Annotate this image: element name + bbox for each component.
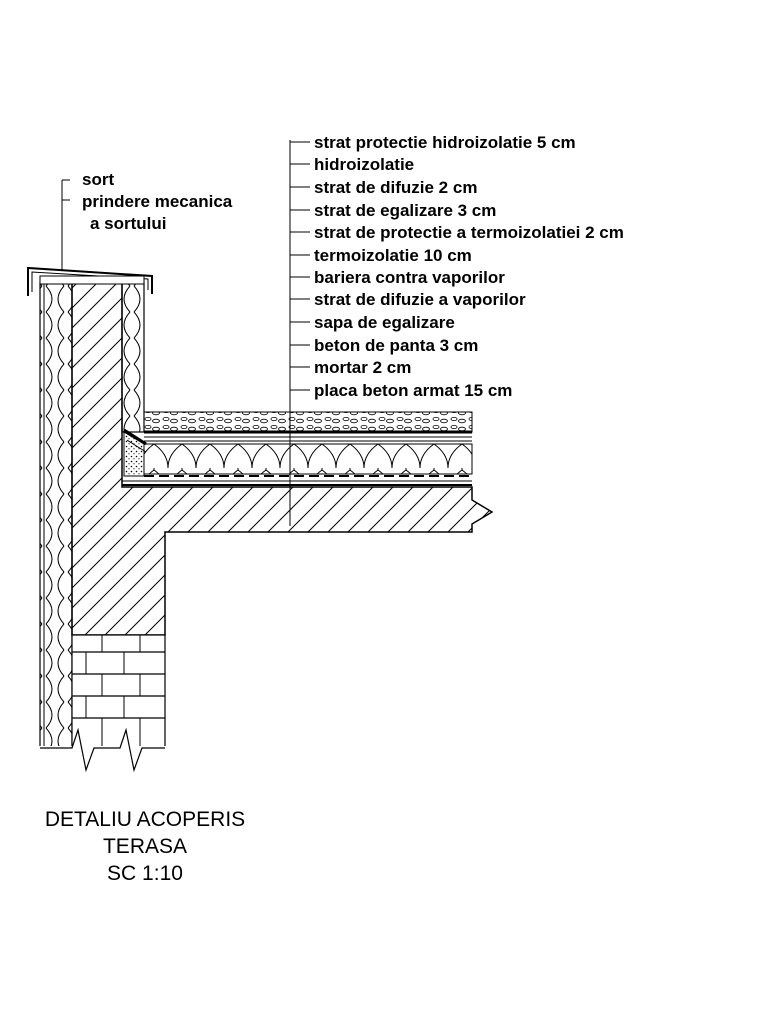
- layer-label: termoizolatie 10 cm: [314, 246, 472, 265]
- layer-label: hidroizolatie: [314, 155, 414, 174]
- drawing-title: DETALIU ACOPERIS TERASA SC 1:10: [45, 808, 245, 885]
- title-line-3: SC 1:10: [107, 862, 183, 885]
- layer-label: sapa de egalizare: [314, 313, 455, 332]
- title-line-1: DETALIU ACOPERIS: [45, 808, 245, 831]
- sheet-metal-cap: [27, 266, 153, 296]
- layer-label: bariera contra vaporilor: [314, 268, 505, 287]
- layer-label: strat de egalizare 3 cm: [314, 201, 496, 220]
- leader-lines: [61, 140, 310, 526]
- roof-layers: [122, 411, 473, 486]
- layer-label: placa beton armat 15 cm: [314, 381, 512, 400]
- wall-insulation-outer: [39, 281, 73, 749]
- parapet-insulation-inner: [121, 281, 145, 433]
- title-line-2: TERASA: [103, 835, 187, 858]
- layer-label: strat de difuzie 2 cm: [314, 178, 477, 197]
- cap-labels: sort prindere mecanica a sortului: [82, 170, 233, 233]
- layer-labels: strat protectie hidroizolatie 5 cm hidro…: [314, 133, 624, 400]
- label-prindere-mecanica: prindere mecanica: [82, 192, 233, 211]
- layer-label: beton de panta 3 cm: [314, 336, 478, 355]
- layer-label: strat de difuzie a vaporilor: [314, 290, 526, 309]
- layer-label: mortar 2 cm: [314, 358, 411, 377]
- brick-masonry: [36, 634, 170, 776]
- layer-label: strat protectie hidroizolatie 5 cm: [314, 133, 576, 152]
- label-a-sortului: a sortului: [90, 214, 167, 233]
- label-sort: sort: [82, 170, 114, 189]
- layer-label: strat de protectie a termoizolatiei 2 cm: [314, 223, 624, 242]
